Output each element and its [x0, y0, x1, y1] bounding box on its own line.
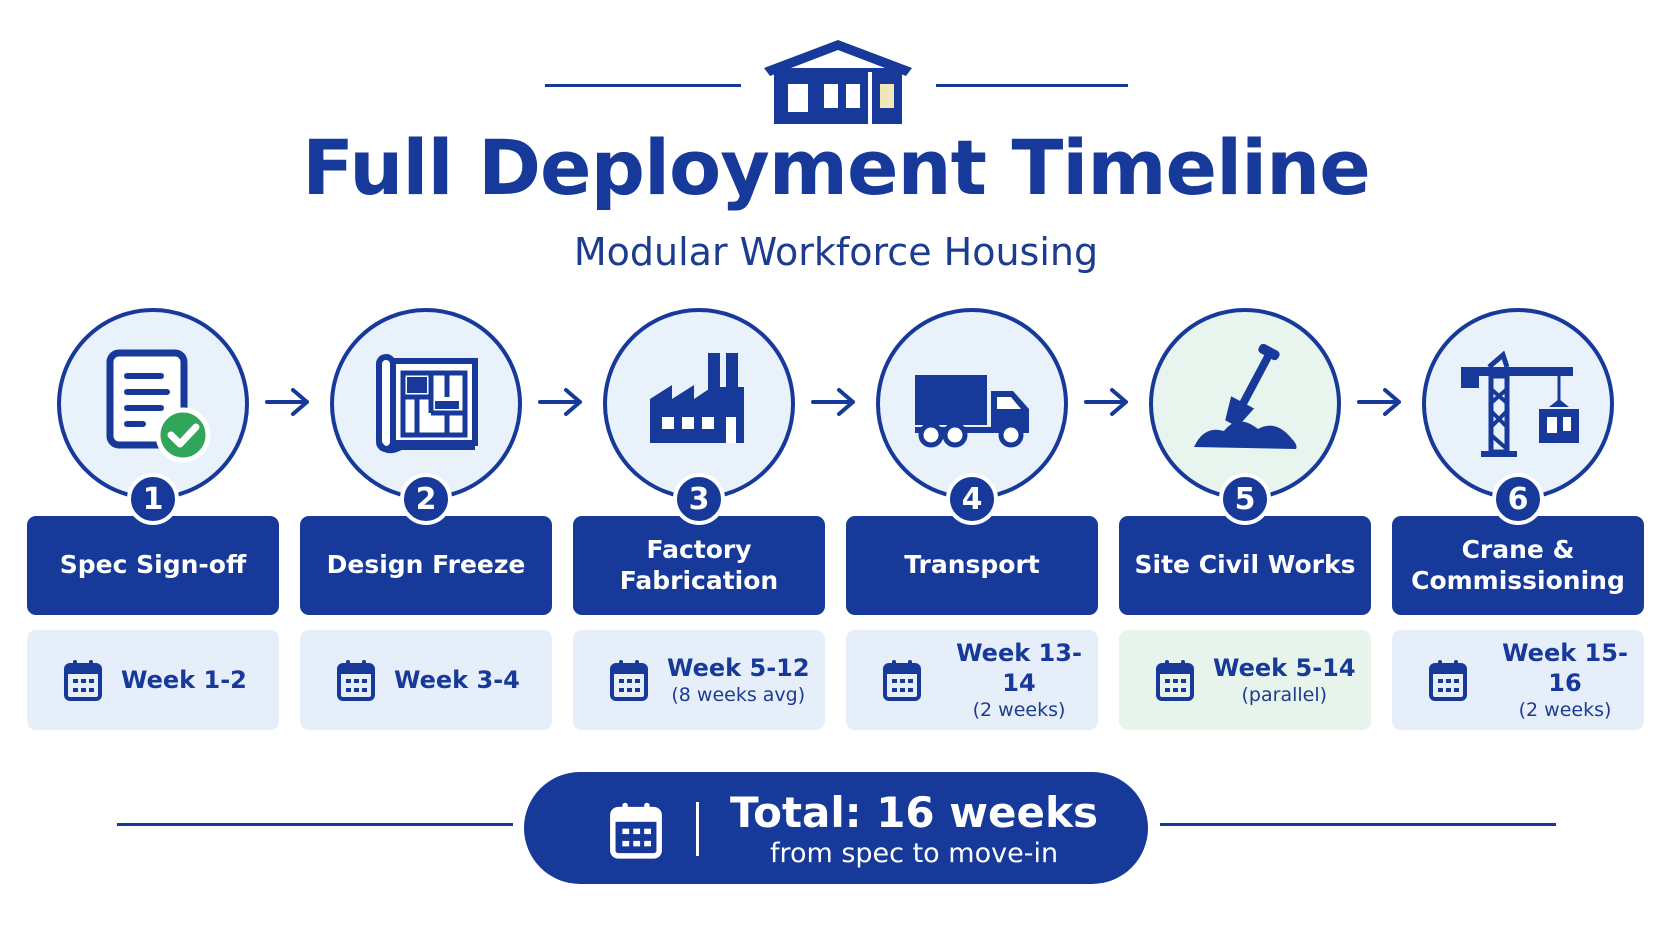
step-number-badge: 5 [1219, 473, 1271, 525]
step-title-line: Crane & [1461, 535, 1575, 564]
arrow-right-icon [1084, 388, 1128, 416]
step-transport: 4 Transport Week 13-14 (2 weeks) [846, 308, 1098, 733]
step-site-civil-works: 5 Site Civil Works Week 5-14 (parallel) [1119, 308, 1371, 733]
spec-document-check-icon [106, 349, 211, 463]
calendar-icon [1429, 660, 1467, 701]
crane-icon [1461, 350, 1579, 457]
step-icon-circle [57, 308, 249, 500]
step-week-box: Week 1-2 [27, 630, 279, 730]
step-title: Design Freeze [300, 516, 552, 615]
step-week-box: Week 13-14 (2 weeks) [846, 630, 1098, 730]
step-icon-circle [1422, 308, 1614, 500]
step-title: Site Civil Works [1119, 516, 1371, 615]
step-week-note: (parallel) [1241, 683, 1328, 706]
arrow-right-icon [811, 388, 855, 416]
calendar-icon [64, 660, 102, 701]
modular-house-icon [764, 40, 912, 124]
calendar-icon [1156, 660, 1194, 701]
step-design-freeze: 2 Design Freeze Week 3-4 [300, 308, 552, 733]
page-title: Full Deployment Timeline [302, 123, 1371, 212]
step-number-badge: 2 [400, 473, 452, 525]
calendar-icon [610, 660, 648, 701]
step-title-line: Factory [646, 535, 752, 564]
step-week-box: Week 5-14 (parallel) [1119, 630, 1371, 730]
arrow-right-icon [538, 388, 582, 416]
step-week-note: (8 weeks avg) [671, 683, 806, 706]
step-number-badge: 1 [127, 473, 179, 525]
factory-icon [650, 353, 744, 443]
arrow-right-icon [1357, 388, 1401, 416]
step-week-note: (2 weeks) [972, 698, 1066, 721]
footer-rule-right [1160, 823, 1556, 826]
step-title: Spec Sign-off [27, 516, 279, 615]
step-number-badge: 3 [673, 473, 725, 525]
step-factory-fabrication: 3 Factory Fabrication Week 5-12 (8 weeks… [573, 308, 825, 733]
step-week-note: (2 weeks) [1518, 698, 1612, 721]
step-title-line: Spec Sign-off [59, 550, 247, 580]
step-title: Crane & Commissioning [1392, 516, 1644, 615]
step-week: Week 5-14 [1213, 653, 1356, 682]
step-crane-commissioning: 6 Crane & Commissioning Week 15-16 (2 we… [1392, 308, 1644, 733]
blueprint-icon [376, 354, 478, 454]
step-icon-circle [603, 308, 795, 500]
total-duration-note: from spec to move-in [769, 838, 1059, 870]
step-week-box: Week 5-12 (8 weeks avg) [573, 630, 825, 730]
step-week-box: Week 15-16 (2 weeks) [1392, 630, 1644, 730]
step-title: Transport [846, 516, 1098, 615]
arrow-right-icon [265, 388, 309, 416]
step-week-box: Week 3-4 [300, 630, 552, 730]
step-title-line: Transport [904, 550, 1040, 580]
header-rule-left [545, 84, 741, 87]
shovel-icon [1194, 343, 1297, 449]
step-title-line: Site Civil Works [1134, 550, 1356, 580]
step-week: Week 5-12 [667, 653, 810, 682]
calendar-icon [610, 802, 662, 859]
step-number-badge: 6 [1492, 473, 1544, 525]
step-week: Week 1-2 [121, 666, 247, 694]
step-icon-circle [330, 308, 522, 500]
footer-rule-left [117, 823, 513, 826]
total-duration-pill: Total: 16 weeks from spec to move-in [524, 772, 1148, 884]
page-subtitle: Modular Workforce Housing [573, 230, 1099, 274]
total-duration: Total: 16 weeks [730, 788, 1098, 837]
step-icon-circle [876, 308, 1068, 500]
step-week: Week 15-16 [1502, 638, 1628, 697]
step-title-line: Fabrication [619, 565, 779, 595]
step-icon-circle [1149, 308, 1341, 500]
step-week: Week 13-14 [956, 638, 1082, 697]
step-title-line: Commissioning [1411, 565, 1625, 595]
calendar-icon [337, 660, 375, 701]
step-title-line: Design Freeze [326, 550, 526, 580]
step-number-badge: 4 [946, 473, 998, 525]
header-rule-right [936, 84, 1128, 87]
truck-icon [915, 375, 1029, 448]
step-spec-sign-off: 1 Spec Sign-off Week 1-2 [27, 308, 279, 733]
step-title: Factory Fabrication [573, 516, 825, 615]
step-week: Week 3-4 [394, 666, 520, 694]
total-divider [696, 802, 699, 856]
calendar-icon [883, 660, 921, 701]
